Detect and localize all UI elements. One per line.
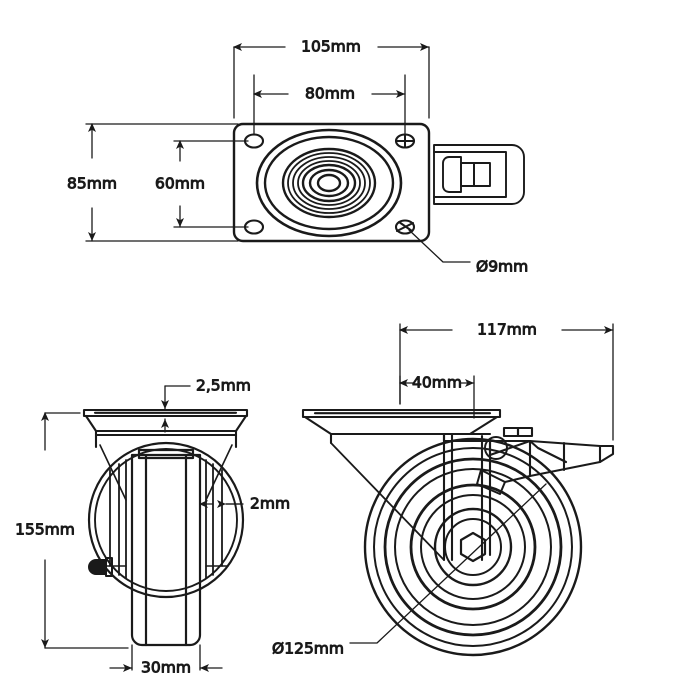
dimension-105mm-label: 105mm: [301, 38, 361, 56]
dimension-d9mm-leader: [408, 229, 471, 263]
side-view-rim-inner: [409, 483, 537, 611]
dimension-2-5mm-label: 2,5mm: [196, 377, 251, 395]
side-view-tyre-inner: [373, 447, 573, 647]
front-view-fork-housing: [84, 414, 248, 449]
side-view-hub-mid: [433, 507, 513, 587]
side-view-axle-hex-nut: [459, 531, 487, 563]
front-view-hub-rims: [109, 459, 223, 579]
front-view-mounting-plate: [82, 408, 249, 418]
swivel-ring-2: [263, 135, 395, 231]
side-view-mounting-plate: [301, 408, 502, 419]
dimension-d9mm-label: Ø9mm: [476, 258, 528, 276]
dimension-d125mm-label: Ø125mm: [272, 640, 344, 658]
swivel-ring-4: [287, 152, 371, 214]
dimension-117mm-label: 117mm: [477, 321, 537, 339]
dimension-155mm-label: 155mm: [15, 521, 75, 539]
front-view-brake-nub: [88, 557, 113, 577]
side-view-group: Ø125mm 117mm 40mm: [272, 320, 615, 658]
dimension-105mm: [233, 43, 430, 119]
swivel-ring-3: [281, 147, 377, 219]
dimension-30mm: [109, 644, 223, 672]
side-view-hub-outer: [420, 494, 526, 600]
swivel-ring-8: [308, 168, 350, 198]
dimension-85mm-label: 85mm: [67, 175, 117, 193]
dimension-80mm-label: 80mm: [305, 85, 355, 103]
dimension-2mm-label: 2mm: [250, 495, 290, 513]
dimension-d125mm-leader: [349, 483, 547, 644]
side-view-brake-pad: [476, 469, 506, 495]
dimension-2-5mm-leader: [161, 385, 191, 433]
dimension-85mm: [85, 123, 239, 242]
side-view-tyre-outer: [363, 437, 583, 657]
dimension-60mm: [173, 140, 249, 228]
dimension-155mm: [41, 412, 129, 649]
side-view-brake-lever: [488, 439, 615, 484]
bolt-hole-bottom-right-mark: [396, 221, 414, 232]
front-view-group: 2,5mm 155mm 2mm 3: [15, 376, 291, 677]
top-view-swivel-bolt-head: [442, 156, 491, 193]
swivel-ring-5: [292, 156, 366, 210]
swivel-ring-1: [255, 128, 403, 238]
dimension-60mm-label: 60mm: [155, 175, 205, 193]
front-view-wheel-body: [130, 448, 202, 647]
front-view-bracket-arms: [99, 444, 233, 567]
swivel-ring-7: [301, 163, 357, 203]
bolt-hole-top-right-mark: [395, 134, 415, 148]
front-view-wheel-inner-circle: [94, 448, 238, 592]
side-view-hub-inner: [444, 518, 502, 576]
dimension-80mm: [253, 74, 406, 136]
bolt-hole-bottom-right: [394, 219, 416, 235]
dimension-40mm: [399, 375, 475, 419]
dimension-30mm-label: 30mm: [141, 659, 191, 677]
top-view-swivel-stub: [433, 144, 525, 205]
swivel-ring-6: [297, 160, 361, 206]
dimension-40mm-label: 40mm: [412, 374, 462, 392]
side-view-fork-skirt: [303, 415, 499, 445]
side-view-rim-mid: [394, 468, 552, 626]
swivel-king-pin: [316, 173, 342, 193]
side-view-rim-outer: [383, 457, 563, 637]
top-view-group: 105mm 80mm 85mm: [67, 37, 529, 276]
front-view-wheel-outer-circle: [87, 441, 245, 599]
side-view-fork-edge: [330, 442, 445, 561]
